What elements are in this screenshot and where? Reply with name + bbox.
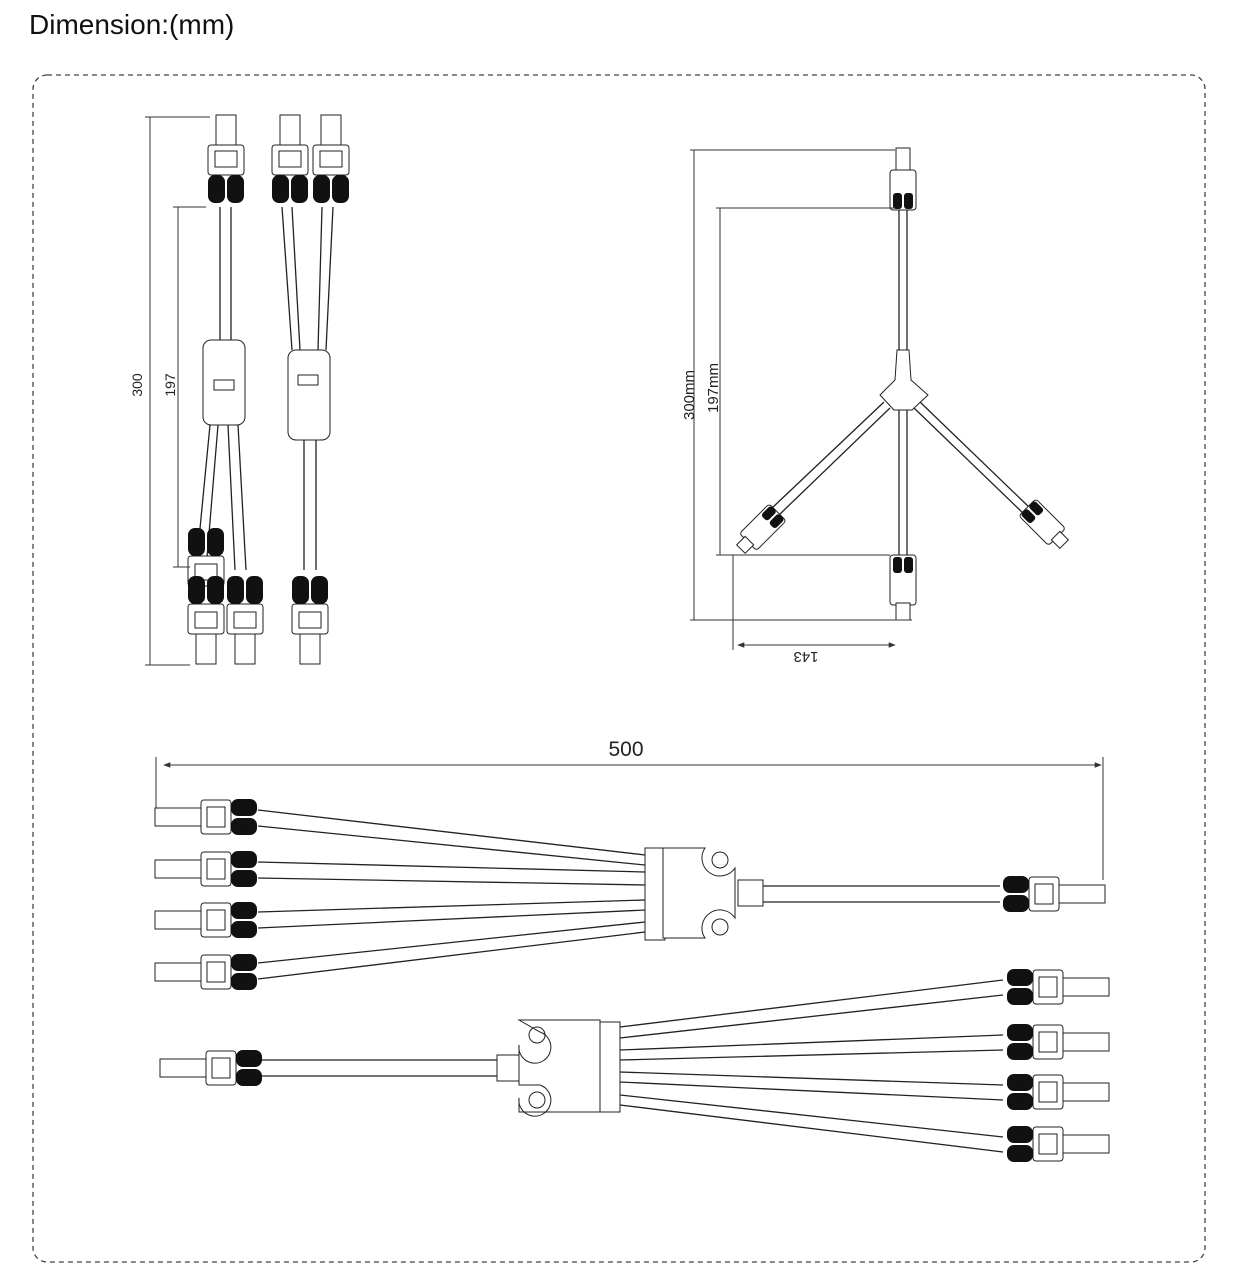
page-title: Dimension:(mm) [29,9,235,40]
cable-length-label: 197mm [705,363,722,413]
drawing-frame [32,74,1206,1263]
y-junction [202,339,246,426]
four-way-splitter-view: 500 [154,738,1110,1163]
cable-length-label: 197 [162,373,178,397]
y-splitter-side-view: 300mm 197mm 143 [681,147,1070,665]
overall-length-label: 500 [608,738,643,761]
width-label: 143 [793,648,818,665]
y-junction [287,349,331,441]
y-splitter-front-view: 300 197 [129,114,350,666]
overall-length-label: 300 [129,373,145,397]
overall-length-label: 300mm [681,370,698,420]
